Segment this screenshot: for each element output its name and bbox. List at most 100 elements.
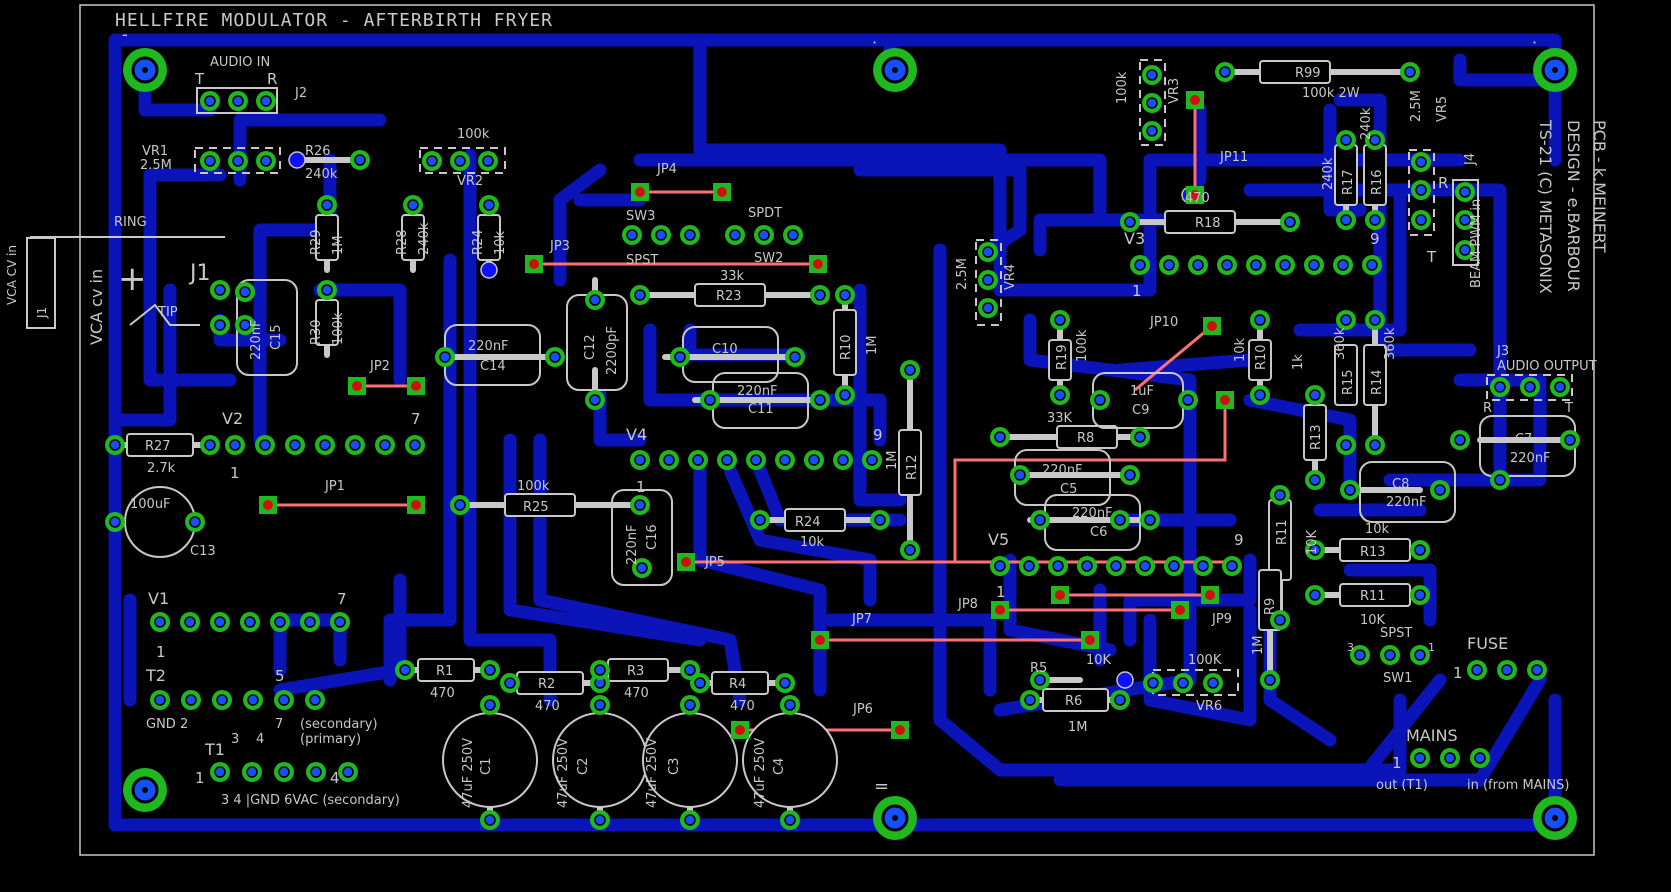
component-pad-6-hole <box>839 289 851 301</box>
r11-label: R11 <box>1275 519 1290 545</box>
component-pad-21-hole <box>684 664 696 676</box>
r2-label: R2 <box>538 677 555 692</box>
v1-pin-7-hole <box>334 616 346 628</box>
jumper-pad-16-hole <box>1205 590 1215 600</box>
pot-pad-7-hole <box>1415 184 1427 196</box>
component-pad-74-hole <box>1094 394 1106 406</box>
vr3-value: 100k <box>1115 71 1130 104</box>
r99-label: R99 <box>1295 66 1321 81</box>
sw3-pin-1-hole <box>626 229 638 241</box>
r9-label: R9 <box>1263 598 1278 615</box>
jp4-label: JP4 <box>656 162 677 177</box>
r28-label: R28 <box>395 229 410 255</box>
t2-pin-5-hole <box>278 694 290 706</box>
r13-value: 1k <box>1291 354 1306 370</box>
v4-pin-7-hole <box>808 454 820 466</box>
v1-pin-2-hole <box>184 616 196 628</box>
component-pad-81-hole <box>684 699 696 711</box>
component-pad-28-hole <box>1054 314 1066 326</box>
vr1-label: VR1 <box>142 144 168 159</box>
jumper-pad-3-hole <box>813 259 823 269</box>
jumper-pad-9-hole <box>815 635 825 645</box>
component-pad-23-hole <box>779 677 791 689</box>
pot-pad-3-hole <box>982 246 994 258</box>
component-pad-39-hole <box>1369 314 1381 326</box>
r26-value: 240k <box>305 167 338 182</box>
sw3-label: SW3 <box>626 209 655 224</box>
component-pad-60-hole <box>674 351 686 363</box>
sw1-pin-3-hole <box>1414 649 1426 661</box>
v5-pin1-label: 1 <box>996 583 1006 601</box>
component-pad-2-hole <box>1124 216 1136 228</box>
v2-pin-2-hole <box>259 439 271 451</box>
c4-label: C4 <box>772 758 787 775</box>
component-pad-14-hole <box>109 439 121 451</box>
credit-line-3: PCB - k.MEINERT <box>1590 120 1609 253</box>
jumper-pad-12-hole <box>895 725 905 735</box>
j1-big-label: J1 <box>188 261 211 286</box>
jp6-label: JP6 <box>852 702 873 717</box>
component-pad-37-hole <box>1369 214 1381 226</box>
r23-value: 33k <box>720 269 745 284</box>
t2-pin-6-hole <box>309 694 321 706</box>
component-pad-26-hole <box>994 431 1006 443</box>
gnd2-label: GND 2 <box>146 717 188 732</box>
vr1-pin-2-hole <box>232 155 244 167</box>
c1-label: C1 <box>479 758 494 775</box>
spst-label-left: SPST <box>626 253 658 268</box>
component-pad-75-hole <box>189 516 201 528</box>
mains-pin-1-hole <box>1414 752 1426 764</box>
credit-line-1: TS-21 (C) METASONIX <box>1536 119 1555 294</box>
r14-value: 360k <box>1383 327 1398 360</box>
component-pad-52-hole <box>483 199 495 211</box>
t1-pin-1-hole <box>214 766 226 778</box>
c9-value: 1uF <box>1130 384 1154 399</box>
jumper-pad-6-hole <box>263 500 273 510</box>
r29-label: R29 <box>309 229 324 255</box>
t1-pin4-label: 4 <box>330 769 340 787</box>
t2-pin7-label: 7 <box>275 717 283 732</box>
component-pad-83-hole <box>784 699 796 711</box>
jumper-pad-17-hole <box>1207 321 1217 331</box>
r3-label: R3 <box>627 664 644 679</box>
r24b-label: R24 <box>795 515 821 530</box>
vr6-label: VR6 <box>1196 699 1222 714</box>
component-pad-0-hole <box>1219 66 1231 78</box>
component-pad-69-hole <box>1564 434 1576 446</box>
component-pad-42-hole <box>1309 544 1321 556</box>
v1-pin1-label: 1 <box>156 643 166 661</box>
equals-label: = <box>874 776 889 797</box>
jumper-pad-15-hole <box>1055 590 1065 600</box>
v5-pin-8-hole <box>1197 560 1209 572</box>
component-pad-7-hole <box>839 389 851 401</box>
component-pad-58-hole <box>589 294 601 306</box>
jumper-pad-10-hole <box>1085 635 1095 645</box>
v3-pin-3-hole <box>1192 259 1204 271</box>
r99-value: 100k 2W <box>1302 86 1360 101</box>
c9-label: C9 <box>1132 403 1149 418</box>
r19-label: R19 <box>1055 344 1070 370</box>
v4-pin-6-hole <box>779 454 791 466</box>
jumper-pad-19-hole <box>1190 95 1200 105</box>
jumper-pad-20-hole <box>1190 190 1200 200</box>
fuse-label: FUSE <box>1467 634 1508 653</box>
component-pad-67-hole <box>1144 514 1156 526</box>
c11-value: 220nF <box>737 384 778 399</box>
r44-value: 10K <box>1360 613 1386 628</box>
vr5-label: VR5 <box>1435 96 1450 122</box>
r17-label: R17 <box>1341 169 1356 195</box>
jumper-pad-5-hole <box>411 381 421 391</box>
v2-pin-1-hole <box>229 439 241 451</box>
r15-value: 360k <box>1333 327 1348 360</box>
r29-value: 1M <box>331 236 346 256</box>
component-pad-20-hole <box>594 664 606 676</box>
r10-label: R10 <box>839 334 854 360</box>
jp2-label: JP2 <box>369 359 390 374</box>
jumper-pad-1-hole <box>717 187 727 197</box>
v4-pin-3-hole <box>692 454 704 466</box>
component-pad-10-hole <box>454 499 466 511</box>
c16-label: C16 <box>645 524 660 550</box>
component-pad-31-hole <box>1254 389 1266 401</box>
r8-label: R8 <box>1077 431 1094 446</box>
component-pad-29-hole <box>1054 389 1066 401</box>
